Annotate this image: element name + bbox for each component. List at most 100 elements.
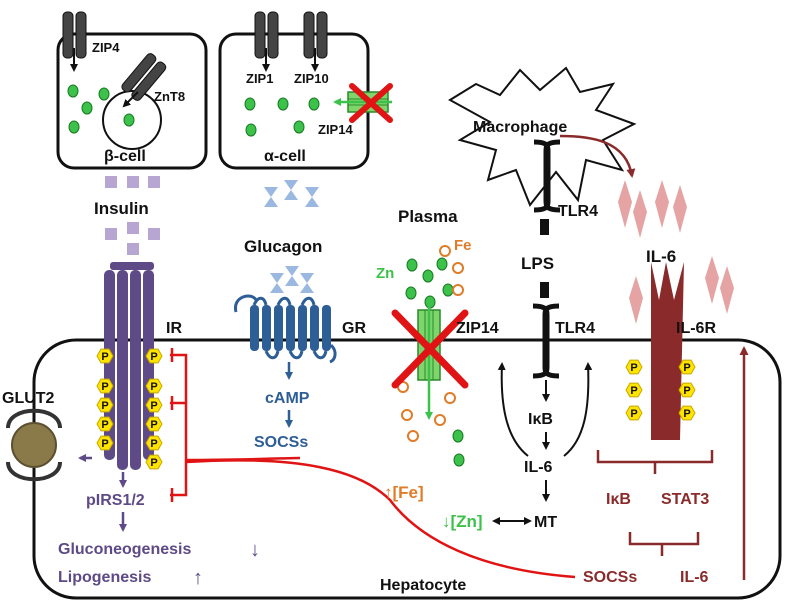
hepatocyte-membrane xyxy=(32,338,782,600)
phosphate-group-icon: P xyxy=(625,359,643,375)
phosphate-label: P xyxy=(101,381,108,393)
il6-receptor xyxy=(651,262,684,440)
phosphate-group-icon: P xyxy=(678,382,696,398)
phosphate-label: P xyxy=(683,362,690,374)
iron-ions xyxy=(397,245,464,442)
ir-label: IR xyxy=(166,320,182,337)
phosphate-group-icon: P xyxy=(625,405,643,421)
insulin-label: Insulin xyxy=(94,199,149,218)
glucagon-molecules xyxy=(264,180,319,293)
mt-label: MT xyxy=(534,514,557,531)
il6r-label: IL-6R xyxy=(676,320,716,337)
glut2-label: GLUT2 xyxy=(2,390,55,407)
plasma-label: Plasma xyxy=(398,207,458,226)
phosphate-label: P xyxy=(101,438,108,450)
phosphate-group-icon: P xyxy=(145,378,163,394)
zn-down-label: ↓[Zn] xyxy=(442,512,483,531)
glucagon-receptor xyxy=(234,294,337,364)
fe-label: Fe xyxy=(454,237,472,254)
vesicle xyxy=(102,90,162,150)
insulin-receptor xyxy=(104,262,154,470)
tlr4-hepatocyte-label: TLR4 xyxy=(555,320,595,337)
ikb-center-label: IκB xyxy=(528,411,553,428)
phosphate-label: P xyxy=(101,419,108,431)
alpha-cell: ZIP1 ZIP10 ZIP14 α-cell xyxy=(218,11,393,170)
phosphate-group-icon: P xyxy=(678,359,696,375)
phosphate-label: P xyxy=(150,400,157,412)
phosphate-group-icon: P xyxy=(145,348,163,364)
il6-label: IL-6 xyxy=(646,247,676,266)
il6-molecules xyxy=(618,180,734,324)
phosphate-label: P xyxy=(150,381,157,393)
gluconeogenesis-arrow: ↓ xyxy=(250,539,260,561)
lipogenesis-arrow: ↑ xyxy=(193,567,203,589)
zip14-hepatocyte-label: ZIP14 xyxy=(456,320,499,337)
glucagon-label: Glucagon xyxy=(244,237,322,256)
insulin-molecules xyxy=(105,176,160,255)
ir-inhibition-lines xyxy=(170,348,576,579)
phosphate-label: P xyxy=(101,351,108,363)
camp-label: cAMP xyxy=(265,390,310,407)
zip4-label: ZIP4 xyxy=(92,40,120,55)
phosphate-group-icon: P xyxy=(96,397,114,413)
phosphate-label: P xyxy=(683,408,690,420)
lps-molecule xyxy=(540,282,549,298)
zip4-transporter-icon xyxy=(62,11,87,59)
phosphate-group-icon: P xyxy=(145,416,163,432)
macrophage-label: Macrophage xyxy=(473,119,567,136)
phosphate-label: P xyxy=(683,385,690,397)
zinc-ions xyxy=(244,97,320,137)
phosphate-label: P xyxy=(150,419,157,431)
zip14-label: ZIP14 xyxy=(318,122,353,137)
lps-molecule xyxy=(540,219,549,235)
phosphate-label: P xyxy=(150,438,157,450)
hepatocyte-label: Hepatocyte xyxy=(380,577,466,594)
socss-left-label: SOCSs xyxy=(254,434,308,451)
phosphate-group-icon: P xyxy=(145,435,163,451)
tlr4-receptor-icon xyxy=(533,139,561,213)
zn-label: Zn xyxy=(376,265,394,282)
stat3-label: STAT3 xyxy=(661,491,709,508)
gr-label: GR xyxy=(342,320,366,337)
beta-cell-label: β-cell xyxy=(104,148,146,165)
phosphate-group-icon: P xyxy=(96,378,114,394)
ikb-right-label: IκB xyxy=(606,491,631,508)
inhibited-cross-icon xyxy=(349,83,393,123)
phosphate-label: P xyxy=(630,408,637,420)
phosphate-label: P xyxy=(630,385,637,397)
alpha-cell-label: α-cell xyxy=(264,148,306,165)
phosphate-label: P xyxy=(630,362,637,374)
zinc-ions xyxy=(405,257,465,467)
pirs-label: pIRS1/2 xyxy=(86,492,145,509)
macrophage-cell xyxy=(448,66,637,207)
phosphate-label: P xyxy=(101,400,108,412)
lps-label: LPS xyxy=(521,254,554,273)
il6-right-label: IL-6 xyxy=(680,569,709,586)
zip10-label: ZIP10 xyxy=(294,71,329,86)
socss-right-label: SOCSs xyxy=(583,569,637,586)
inhibited-cross-icon xyxy=(391,309,469,389)
phosphate-label: P xyxy=(150,457,157,469)
phosphate-group-icon: P xyxy=(96,435,114,451)
il6-center-label: IL-6 xyxy=(524,459,553,476)
phosphate-group-icon: P xyxy=(678,405,696,421)
zip1-transporter-icon xyxy=(254,11,279,59)
phosphate-group-icon: P xyxy=(96,416,114,432)
znt8-transporter-icon xyxy=(121,53,167,101)
phosphate-group-icon: P xyxy=(625,382,643,398)
gluconeogenesis-label: Gluconeogenesis xyxy=(58,541,191,558)
phosphate-group-icon: P xyxy=(145,454,163,470)
znt8-label: ZnT8 xyxy=(154,89,185,104)
fe-up-label: ↑[Fe] xyxy=(384,483,424,502)
phosphate-group-icon: P xyxy=(96,348,114,364)
beta-cell: ZIP4 ZnT8 β-cell xyxy=(56,11,208,170)
phosphate-label: P xyxy=(150,351,157,363)
tlr4-macrophage-label: TLR4 xyxy=(558,203,598,220)
phosphate-group-icon: P xyxy=(145,397,163,413)
zip10-transporter-icon xyxy=(303,11,328,59)
lipogenesis-label: Lipogenesis xyxy=(58,569,151,586)
tlr4-receptor-icon xyxy=(532,303,560,379)
zip1-label: ZIP1 xyxy=(246,71,273,86)
glut2-transporter-icon xyxy=(6,408,62,482)
